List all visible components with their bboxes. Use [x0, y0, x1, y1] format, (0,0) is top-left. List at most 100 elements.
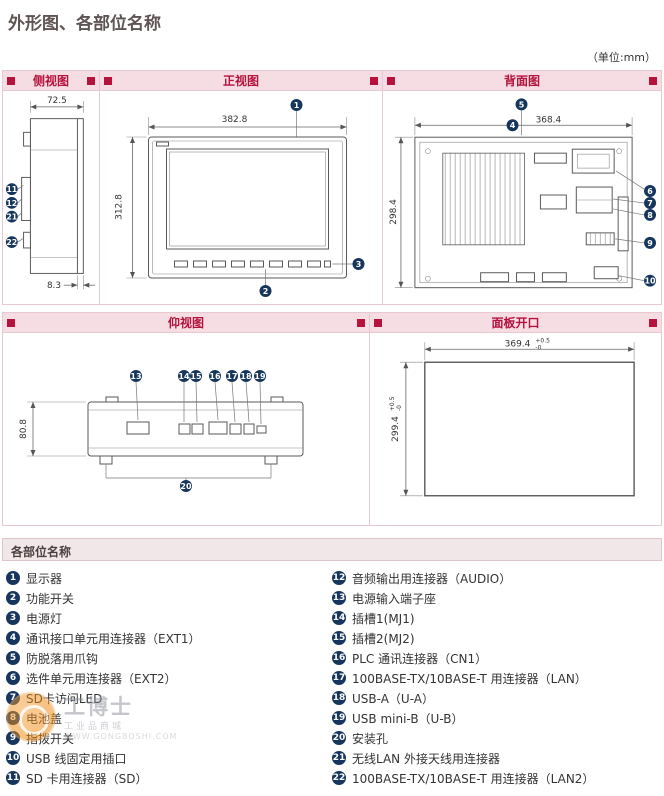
svg-text:8: 8 [647, 211, 653, 220]
view-bottom: 仰视图 80.8 [2, 312, 370, 526]
cutout-dim-top: 369.4 [505, 339, 531, 349]
part-number-badge: 3 [6, 611, 20, 625]
part-label: 电源输入端子座 [352, 591, 437, 606]
part-item: 17 100BASE-TX/10BASE-T 用连接器（LAN） [332, 668, 658, 688]
svg-text:9: 9 [647, 239, 653, 248]
part-number-badge: 11 [6, 771, 20, 785]
part-item: 12 音频输出用连接器（AUDIO） [332, 568, 658, 588]
callout-badge: 3 [332, 258, 365, 270]
part-label: USB 线固定用插口 [26, 751, 127, 766]
view-cutout: 面板开口 369.4 +0.5 -0 [370, 312, 662, 526]
part-label: USB mini-B（U-B） [352, 711, 464, 726]
part-label: 指拨开关 [26, 731, 75, 746]
part-number-badge: 14 [332, 611, 346, 625]
part-number-badge: 21 [332, 751, 346, 765]
callout-badge: 15 [190, 370, 202, 423]
part-item: 10 USB 线固定用插口 [6, 748, 332, 768]
header-accent-square [649, 319, 657, 327]
part-item: 5 防脱落用爪钩 [6, 648, 332, 668]
part-label: 电源灯 [26, 611, 63, 626]
view-bottom-drawing: 80.8 [3, 333, 369, 525]
view-side-drawing: 72.5 11 [3, 91, 99, 304]
views-top-row: 侧视图 72.5 [2, 70, 662, 305]
callout-badge: 7 [613, 197, 657, 209]
view-side-header: 侧视图 [3, 71, 99, 91]
callout-badge: 2 [259, 269, 272, 297]
part-number-badge: 16 [332, 651, 346, 665]
svg-text:1: 1 [294, 101, 300, 110]
header-accent-square [87, 77, 95, 85]
views-section: 侧视图 72.5 [2, 70, 662, 526]
part-number-badge: 6 [6, 671, 20, 685]
header-accent-square [649, 77, 657, 85]
header-accent-square [357, 319, 365, 327]
svg-text:6: 6 [647, 187, 653, 196]
part-number-badge: 17 [332, 671, 346, 685]
callout-badge: 10 [619, 274, 656, 287]
part-number-badge: 15 [332, 631, 346, 645]
front-dim-left: 312.8 [115, 194, 125, 220]
svg-text:22: 22 [6, 238, 17, 247]
part-label: 无线LAN 外接天线用连接器 [352, 751, 500, 766]
parts-list-right-column: 12 音频输出用连接器（AUDIO） 13 电源输入端子座 14 插槽1(MJ1… [332, 568, 658, 788]
part-item: 15 插槽2(MJ2) [332, 628, 658, 648]
svg-text:2: 2 [263, 287, 269, 296]
part-number-badge: 19 [332, 711, 346, 725]
svg-text:20: 20 [180, 482, 192, 491]
part-item: 3 电源灯 [6, 608, 332, 628]
svg-text:13: 13 [130, 372, 141, 381]
cutout-dim-top-tol-minus: -0 [535, 344, 541, 351]
callout-badge: 14 [178, 370, 190, 422]
part-label: SD卡访问LED [26, 691, 103, 706]
svg-text:12: 12 [6, 199, 17, 208]
parts-section-title: 各部位名称 [2, 538, 662, 561]
part-item: 8 电池盖 [6, 708, 332, 728]
part-item: 9 指拨开关 [6, 728, 332, 748]
bottom-view-svg: 80.8 [19, 370, 304, 492]
svg-text:5: 5 [519, 100, 525, 109]
header-accent-square [104, 77, 112, 85]
svg-text:15: 15 [190, 372, 202, 381]
part-item: 22 100BASE-TX/10BASE-T 用连接器（LAN2） [332, 768, 658, 788]
bottom-panel-outline [87, 396, 304, 465]
callout-badge: 4 [506, 119, 519, 132]
page-title: 外形图、各部位名称 [8, 14, 161, 34]
callout-badge: 8 [613, 208, 657, 221]
svg-text:16: 16 [209, 372, 221, 381]
side-panel-outline [21, 118, 84, 274]
part-number-badge: 20 [332, 731, 346, 745]
cutout-view-svg: 369.4 +0.5 -0 299.4 +0.5 -0 [389, 337, 635, 497]
cutout-dim-left-tol-plus: +0.5 [389, 396, 396, 411]
callout-badge: 6 [615, 170, 657, 198]
part-label: 安装孔 [352, 731, 389, 746]
callout-badge: 5 [515, 98, 528, 136]
front-panel-outline [148, 136, 347, 279]
bottom-dim-left: 80.8 [19, 419, 29, 439]
rear-panel-outline [414, 136, 633, 289]
view-side: 侧视图 72.5 [2, 70, 100, 305]
part-label: 插槽1(MJ1) [352, 611, 415, 626]
view-bottom-header: 仰视图 [3, 313, 369, 333]
rear-dim-top: 368.4 [536, 115, 562, 125]
header-accent-square [370, 77, 378, 85]
front-dim-top: 382.8 [222, 115, 248, 125]
svg-text:3: 3 [356, 260, 362, 269]
view-rear: 背面图 5 [383, 70, 662, 305]
cutout-dim-left-tol-minus: -0 [396, 405, 403, 411]
part-label: SD 卡用连接器（SD） [26, 771, 148, 786]
part-label: 防脱落用爪钩 [26, 651, 99, 666]
cutout-outline [424, 361, 635, 497]
rear-view-svg: 5 4 368.4 [389, 98, 657, 289]
header-accent-square [7, 77, 15, 85]
view-cutout-title: 面板开口 [491, 316, 540, 330]
svg-text:7: 7 [647, 199, 653, 208]
callout-badge: 20 [105, 464, 272, 492]
callout-badge: 16 [209, 370, 221, 421]
svg-text:11: 11 [6, 185, 17, 194]
rear-dim-left: 298.4 [389, 199, 399, 225]
view-front: 正视图 382.8 1 [100, 70, 383, 305]
part-item: 13 电源输入端子座 [332, 588, 658, 608]
side-view-svg: 72.5 11 [5, 96, 96, 291]
view-rear-title: 背面图 [503, 74, 540, 88]
part-item: 7 SD卡访问LED [6, 688, 332, 708]
